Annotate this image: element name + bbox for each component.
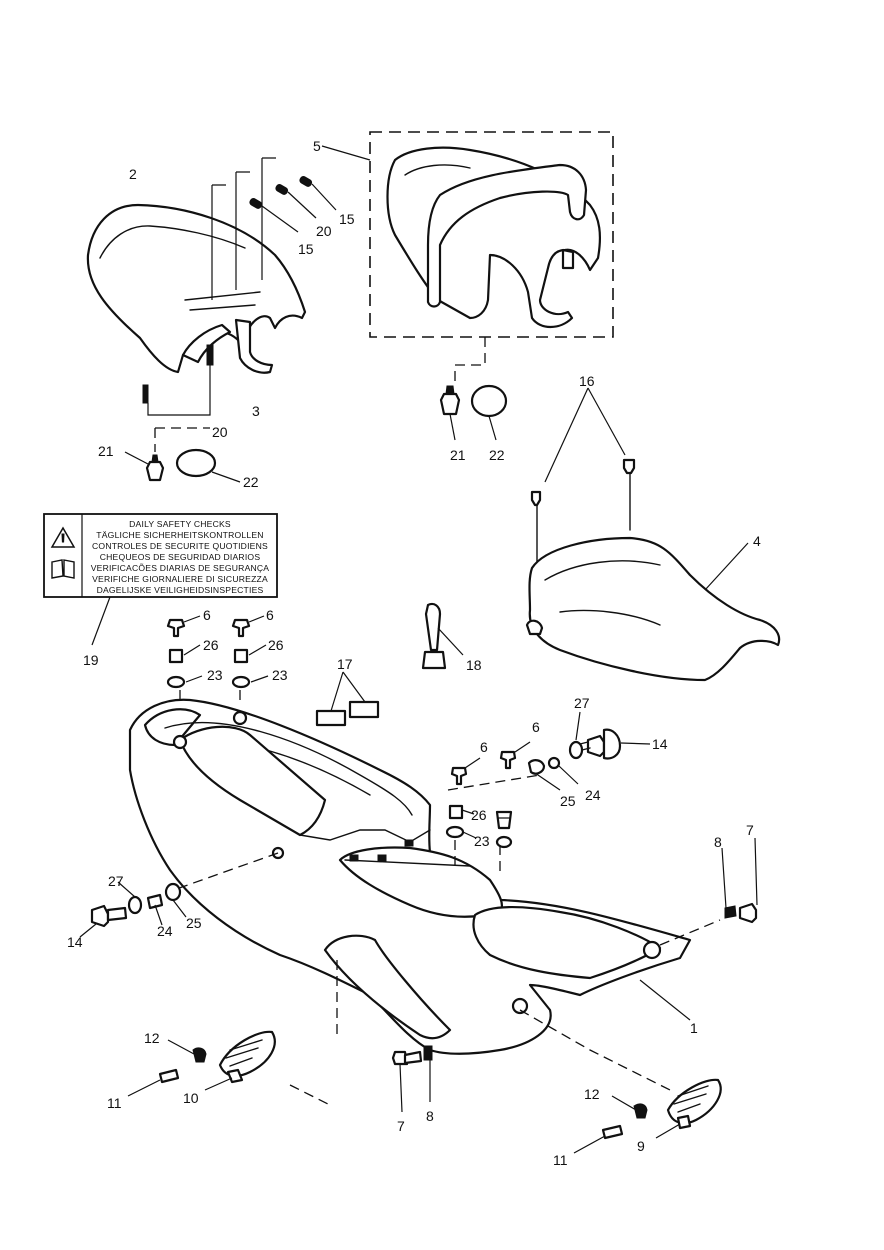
callout-number: 7 xyxy=(746,822,754,838)
fastener-cluster-right xyxy=(445,711,651,849)
callout-number: 22 xyxy=(243,474,259,490)
callout-number: 26 xyxy=(268,637,284,653)
callout-number: 3 xyxy=(252,403,260,419)
callout-number: 1 xyxy=(690,1020,698,1036)
rear-body-panel xyxy=(128,698,692,1055)
callout-number: 25 xyxy=(560,793,576,809)
label-line: VERIFICACÕES DIARIAS DE SEGURANÇA xyxy=(91,563,270,573)
label-line: DAILY SAFETY CHECKS xyxy=(129,519,231,529)
callout-number: 26 xyxy=(471,807,487,823)
callout-number: 18 xyxy=(466,657,482,673)
callout-number: 8 xyxy=(714,834,722,850)
label-line: CONTROLES DE SECURITE QUOTIDIENS xyxy=(92,541,268,551)
seat-cowl xyxy=(86,203,307,374)
fastener-stack-left-b xyxy=(231,615,269,689)
bolt-washer-bottom xyxy=(391,1045,433,1113)
callout-number: 10 xyxy=(183,1090,199,1106)
callout-number: 11 xyxy=(553,1152,568,1168)
rivet-clip-left xyxy=(124,451,165,482)
callout-number: 8 xyxy=(426,1108,434,1124)
callout-number: 19 xyxy=(83,652,99,668)
callout-number: 12 xyxy=(584,1086,600,1102)
callout-number: 21 xyxy=(450,447,466,463)
fastener-cluster-left xyxy=(79,881,187,938)
callout-number: 14 xyxy=(652,736,668,752)
callout-number: 24 xyxy=(157,923,173,939)
dual-seat-assembly xyxy=(321,131,614,338)
warning-triangle-icon xyxy=(50,526,76,548)
seat-release-key xyxy=(421,602,464,670)
callout-number: 23 xyxy=(474,833,490,849)
label-line: CHEQUEOS DE SEGURIDAD DIARIOS xyxy=(100,552,261,562)
callout-number: 6 xyxy=(532,719,540,735)
callout-number: 22 xyxy=(489,447,505,463)
safety-checks-label: DAILY SAFETY CHECKS TÄGLICHE SICHERHEITS… xyxy=(43,513,278,646)
rider-seat xyxy=(525,387,781,682)
callout-number: 24 xyxy=(585,787,601,803)
callout-number: 7 xyxy=(397,1118,405,1134)
callout-number: 15 xyxy=(298,241,314,257)
callout-number: 27 xyxy=(108,873,124,889)
callout-number: 23 xyxy=(272,667,288,683)
callout-number: 14 xyxy=(67,934,83,950)
rivet-clip-right xyxy=(439,385,461,441)
cowl-screw-group xyxy=(142,344,214,452)
callout-number: 25 xyxy=(186,915,202,931)
callout-number: 21 xyxy=(98,443,114,459)
callout-number: 23 xyxy=(207,667,223,683)
callout-number: 6 xyxy=(203,607,211,623)
callout-number: 12 xyxy=(144,1030,160,1046)
decal-pair xyxy=(315,671,380,727)
indicator-right xyxy=(573,1078,722,1154)
callout-number: 15 xyxy=(339,211,355,227)
callout-labels: 2 5 15 20 15 3 20 21 22 21 22 16 4 19 6 … xyxy=(67,138,761,1168)
callout-number: 6 xyxy=(480,739,488,755)
fastener-stack-left-a xyxy=(166,615,203,689)
callout-number: 20 xyxy=(316,223,332,239)
callout-number: 16 xyxy=(579,373,595,389)
callout-number: 9 xyxy=(637,1138,645,1154)
callout-number: 6 xyxy=(266,607,274,623)
callout-number: 26 xyxy=(203,637,219,653)
o-ring-left xyxy=(175,448,217,478)
label-line: TÄGLICHE SICHERHEITSKONTROLLEN xyxy=(96,530,263,540)
label-line: DAGELIJSKE VEILIGHEIDSINSPECTIES xyxy=(97,585,264,595)
callout-number: 17 xyxy=(337,656,353,672)
callout-number: 5 xyxy=(313,138,321,154)
indicator-left xyxy=(127,1030,276,1097)
bolt-washer-right xyxy=(721,837,758,924)
callout-number: 2 xyxy=(129,166,137,182)
handbook-icon xyxy=(51,559,75,579)
cowl-fastener-group xyxy=(211,157,337,300)
callout-number: 27 xyxy=(574,695,590,711)
callout-number: 20 xyxy=(212,424,228,440)
callout-number: 11 xyxy=(107,1095,122,1111)
callout-number: 4 xyxy=(753,533,761,549)
o-ring-right xyxy=(470,384,508,418)
label-line: VERIFICHE GIORNALIERE DI SICUREZZA xyxy=(92,574,268,584)
